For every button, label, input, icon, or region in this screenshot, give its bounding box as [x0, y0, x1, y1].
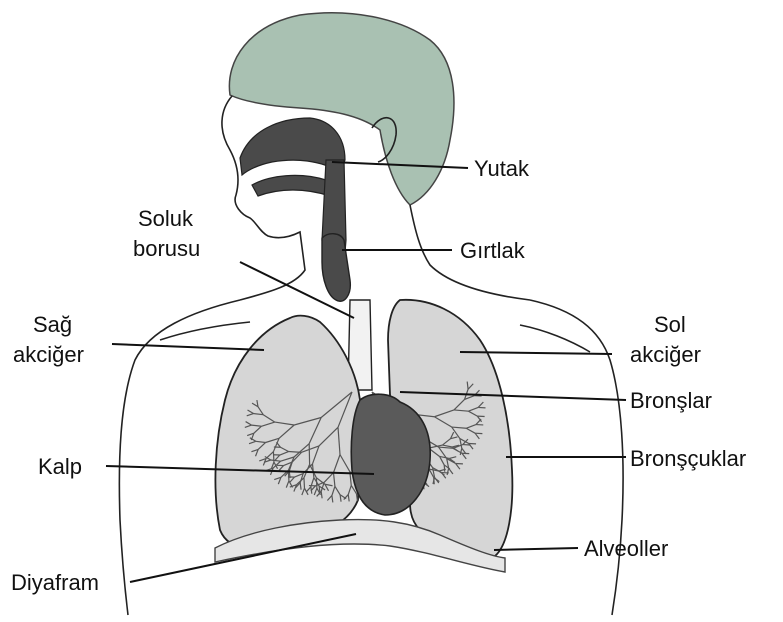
label-right-lung-line2: akciğer: [13, 342, 84, 367]
label-pharynx: Yutak: [474, 156, 530, 181]
label-right-lung-line1: Sağ: [33, 312, 72, 337]
label-alveoli: Alveoller: [584, 536, 668, 561]
bronchus-branch: [444, 465, 445, 472]
label-bronchi: Bronşlar: [630, 388, 712, 413]
label-heart: Kalp: [38, 454, 82, 479]
shoulder-line-left: [520, 325, 590, 352]
label-bronchioles: Bronşçuklar: [630, 446, 746, 471]
bronchus-branch: [304, 478, 305, 488]
leader-alveoli: [494, 548, 578, 550]
oral-cavity: [252, 175, 330, 196]
label-left-lung-line2: akciğer: [630, 342, 701, 367]
bronchus-branch: [434, 478, 435, 485]
label-trachea-line2: borusu: [133, 236, 200, 261]
label-larynx: Gırtlak: [460, 238, 526, 263]
label-trachea-line1: Soluk: [138, 206, 194, 231]
bronchus-branch: [273, 452, 274, 462]
leader-right-lung: [112, 344, 264, 350]
label-left-lung-line1: Sol: [654, 312, 686, 337]
label-diaphragm: Diyafram: [11, 570, 99, 595]
